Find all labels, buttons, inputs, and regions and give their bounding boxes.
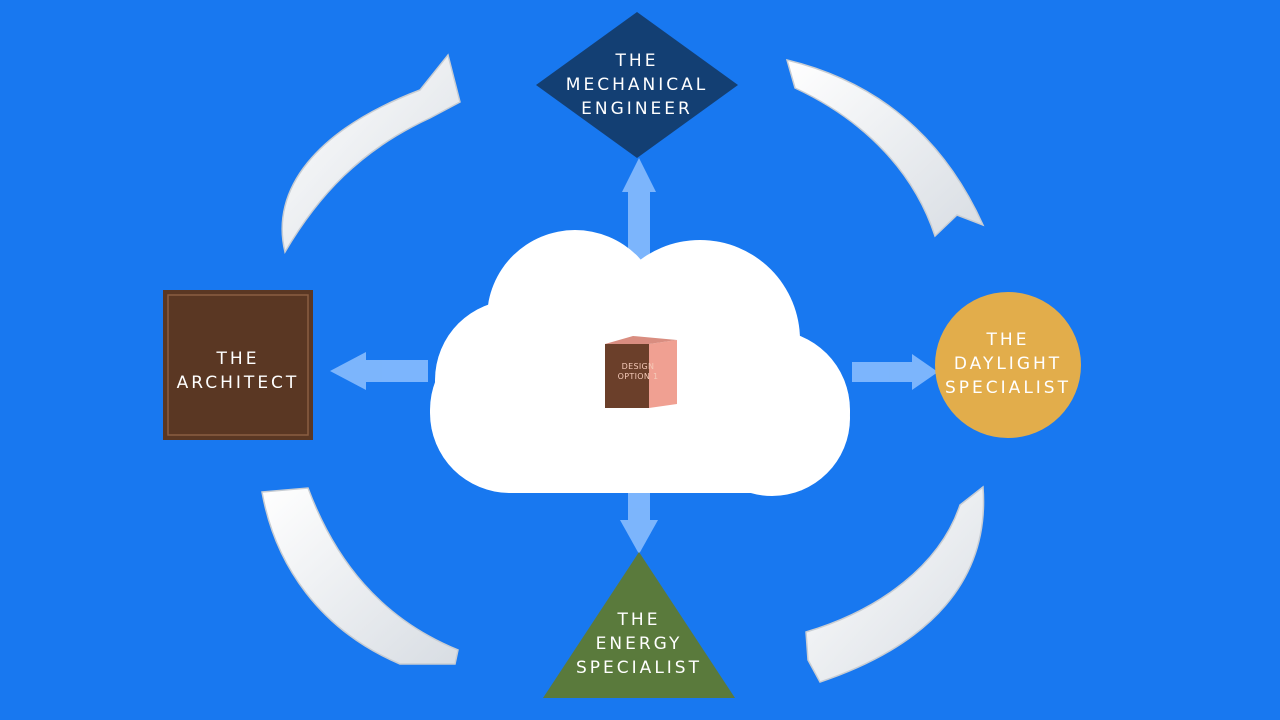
daylight-specialist-line-2: DAYLIGHT [953, 354, 1063, 374]
energy-specialist-line-1: THE [617, 610, 661, 630]
daylight-specialist-line-1: THE [986, 330, 1030, 350]
daylight-specialist-circle [935, 292, 1081, 438]
connector-arrow-left [330, 352, 428, 390]
connector-arrow-up [622, 158, 656, 262]
daylight-specialist-line-3: SPECIALIST [945, 378, 1071, 398]
energy-specialist-triangle [543, 552, 735, 698]
architect-square [163, 290, 313, 440]
architect-line-2: ARCHITECT [176, 373, 300, 393]
cycle-arrow-bottom-right [805, 485, 985, 683]
mechanical-engineer-line-1: THE [615, 51, 659, 71]
design-option-line-2: OPTION 1 [617, 372, 659, 381]
architect-line-1: THE [216, 349, 260, 369]
connector-arrow-right [852, 354, 938, 390]
cycle-arrow-top-left [281, 53, 461, 254]
daylight-specialist-label: THE DAYLIGHT SPECIALIST [935, 328, 1081, 400]
design-option-line-1: DESIGN [621, 362, 655, 371]
mechanical-engineer-diamond [536, 12, 738, 158]
energy-specialist-line-2: ENERGY [595, 634, 683, 654]
mechanical-engineer-label: THE MECHANICAL ENGINEER [547, 49, 727, 121]
design-option-cube [605, 336, 677, 408]
architect-label: THE ARCHITECT [163, 347, 313, 395]
energy-specialist-label: THE ENERGY SPECIALIST [564, 608, 714, 680]
mechanical-engineer-line-3: ENGINEER [581, 99, 693, 119]
design-option-label: DESIGN OPTION 1 [612, 362, 664, 382]
mechanical-engineer-line-2: MECHANICAL [565, 75, 709, 95]
energy-specialist-line-3: SPECIALIST [576, 658, 702, 678]
cycle-arrow-top-right [785, 58, 985, 238]
cycle-arrow-bottom-left [261, 487, 459, 665]
